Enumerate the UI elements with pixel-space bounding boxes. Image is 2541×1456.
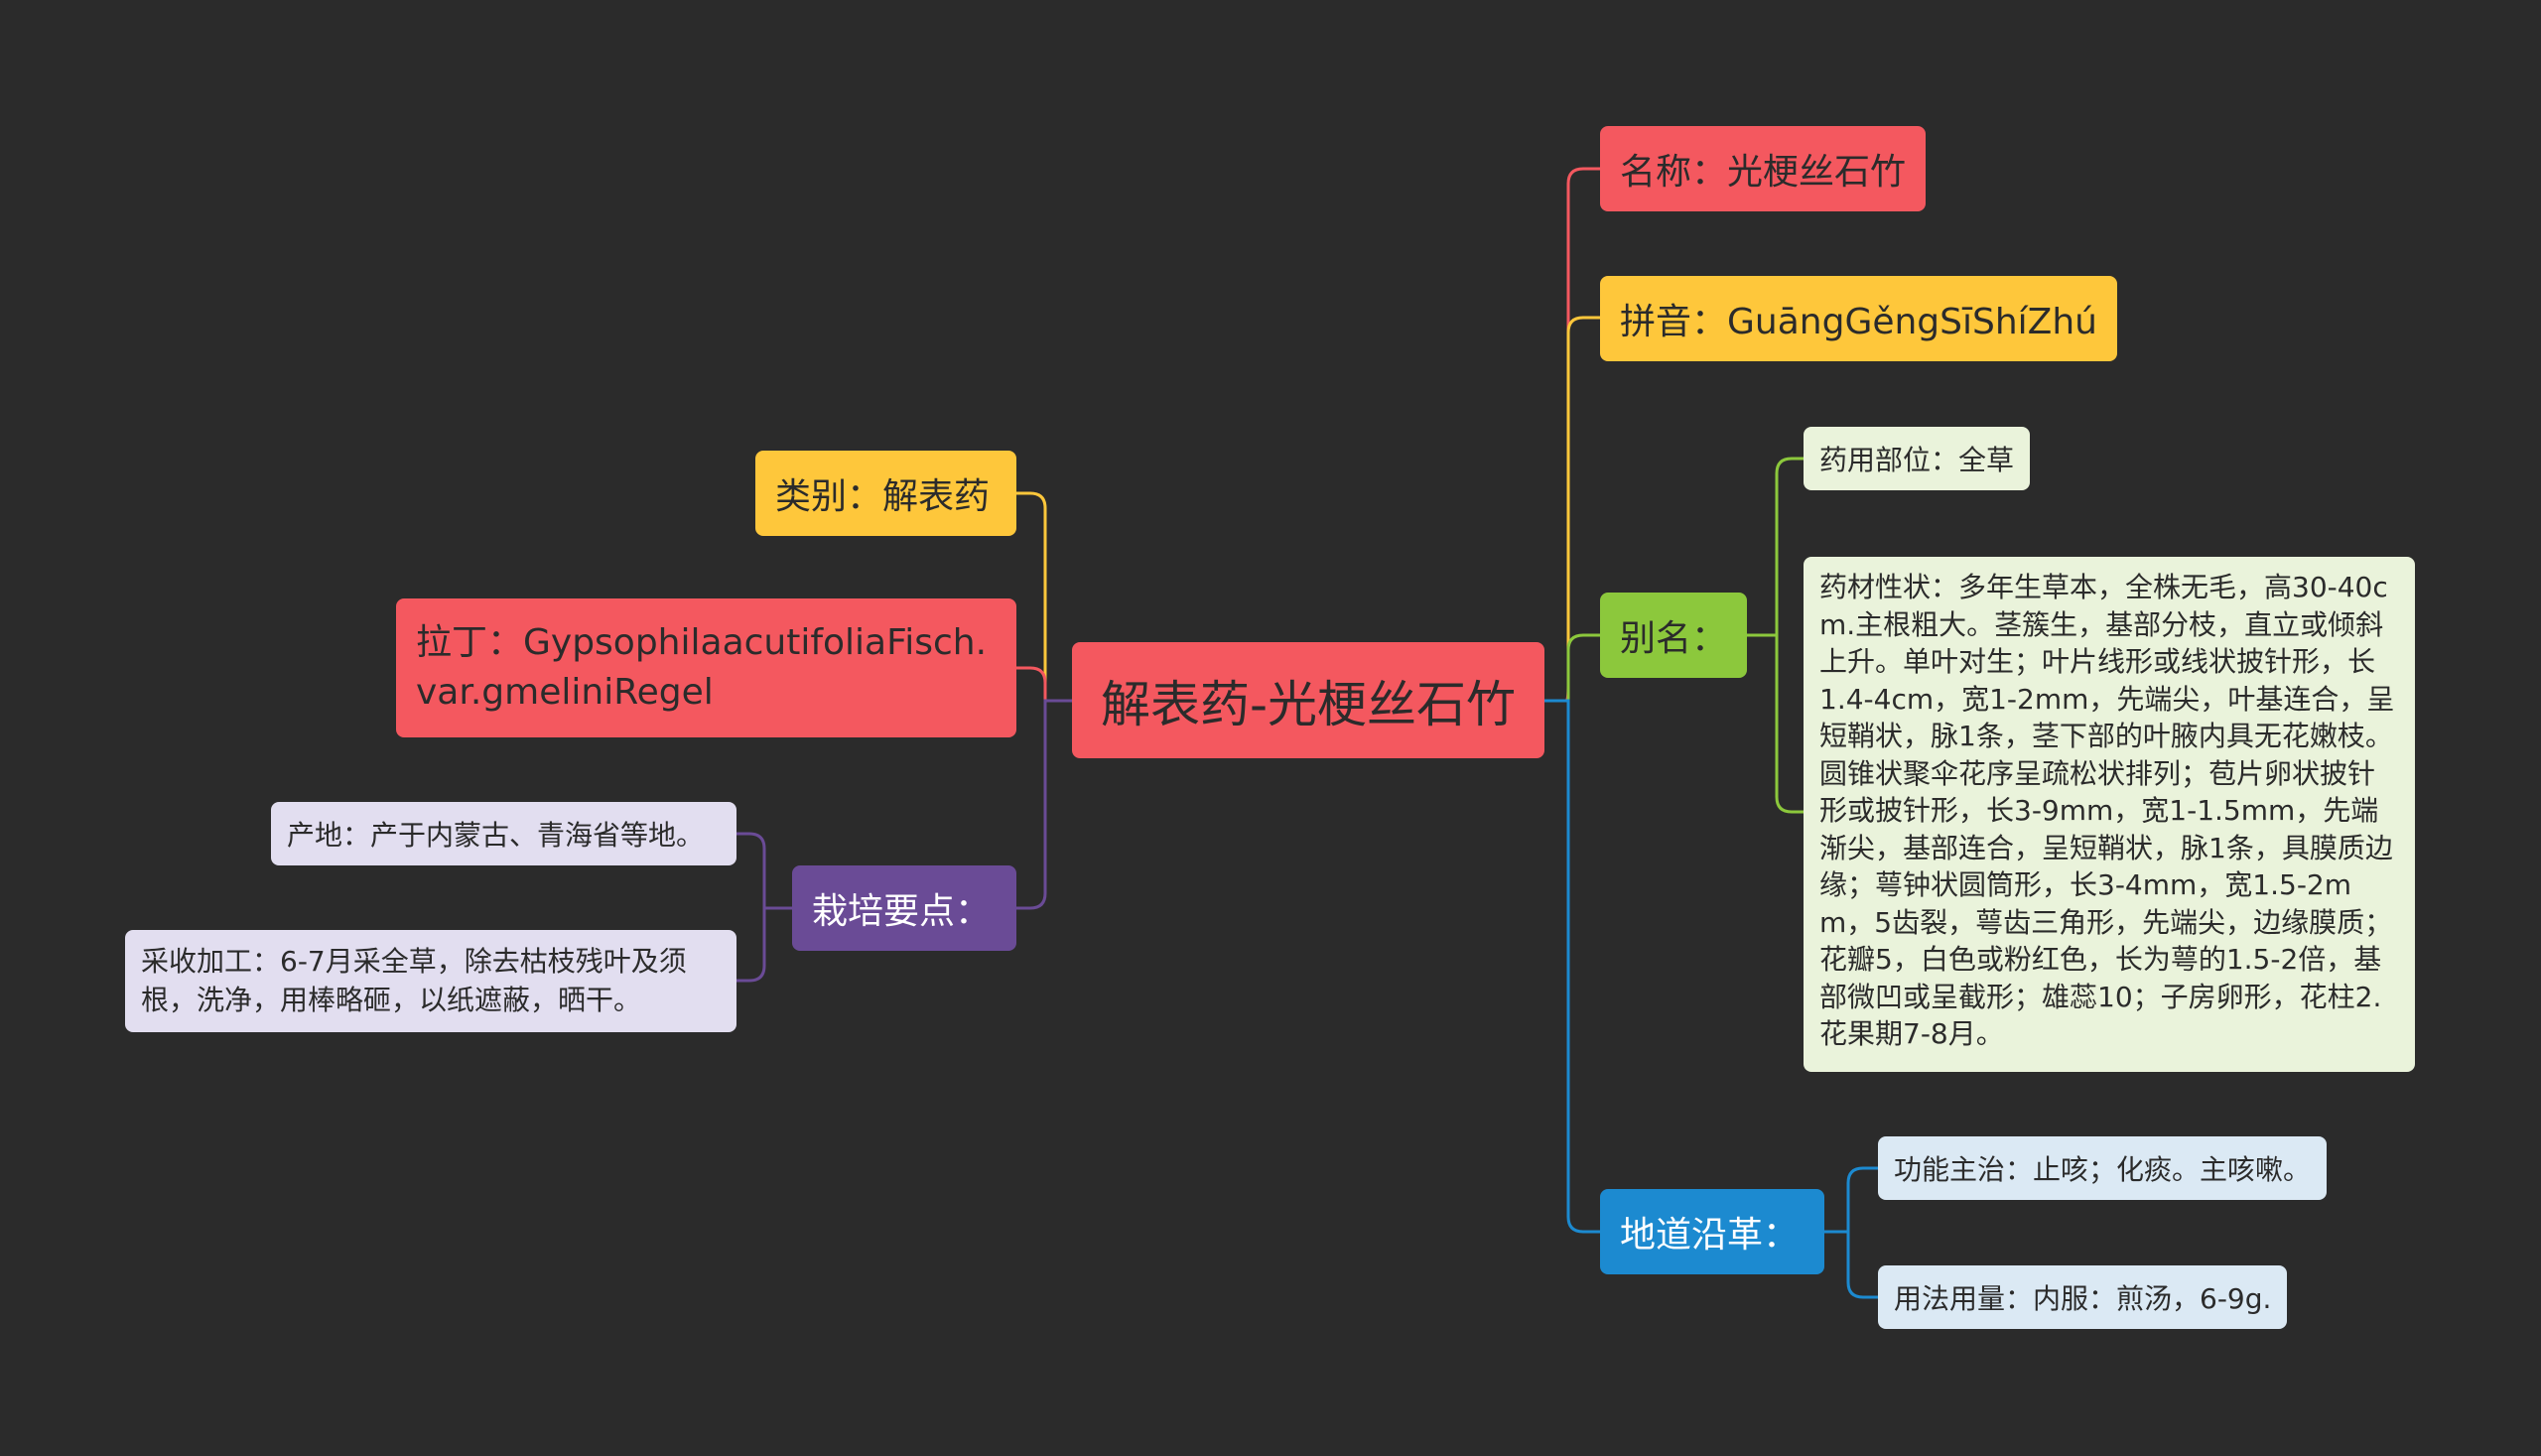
topic-latin-label: 拉丁：GypsophilaacutifoliaFisch.var.gmelini… <box>416 622 988 713</box>
link-root-origin <box>1544 699 1600 1234</box>
leaf-description-label: 药材性状：多年生草本，全株无毛，高30-40cm.主根粗大。茎簇生，基部分枝，直… <box>1819 571 2395 1050</box>
link-root-pinyin <box>1566 316 1600 701</box>
leaf-medicinal-part[interactable]: 药用部位：全草 <box>1804 427 2031 490</box>
link-cult-harvest <box>736 908 766 983</box>
link-root-category <box>1016 491 1072 703</box>
link-root-alias <box>1566 633 1600 701</box>
leaf-function[interactable]: 功能主治：止咳；化痰。主咳嗽。 <box>1878 1136 2328 1200</box>
topic-alias-label: 别名： <box>1620 618 1728 659</box>
topic-name-label: 名称：光梗丝石竹 <box>1620 152 1907 193</box>
topic-category-label: 类别：解表药 <box>775 476 991 517</box>
topic-alias[interactable]: 别名： <box>1600 593 1747 678</box>
root-topic[interactable]: 解表药-光梗丝石竹 <box>1072 642 1544 758</box>
topic-pinyin[interactable]: 拼音：GuāngGěngSīShíZhú <box>1600 276 2117 361</box>
leaf-function-label: 功能主治：止咳；化痰。主咳嗽。 <box>1894 1153 2312 1186</box>
topic-origin-label: 地道沿革： <box>1620 1215 1800 1256</box>
leaf-medicinal-part-label: 药用部位：全草 <box>1819 444 2015 476</box>
leaf-harvest[interactable]: 采收加工：6-7月采全草，除去枯枝残叶及须根，洗净，用棒略砸，以纸遮蔽，晒干。 <box>125 930 736 1032</box>
topic-cultivation[interactable]: 栽培要点： <box>792 865 1016 951</box>
link-alias-desc <box>1775 635 1804 814</box>
topic-cultivation-label: 栽培要点： <box>812 891 992 932</box>
root-topic-label: 解表药-光梗丝石竹 <box>1100 675 1517 733</box>
topic-origin[interactable]: 地道沿革： <box>1600 1189 1824 1274</box>
topic-name[interactable]: 名称：光梗丝石竹 <box>1600 126 1927 211</box>
leaf-usage-label: 用法用量：内服：煎汤，6-9g. <box>1894 1282 2272 1315</box>
link-root-latin <box>1016 666 1072 703</box>
leaf-description[interactable]: 药材性状：多年生草本，全株无毛，高30-40cm.主根粗大。茎簇生，基部分枝，直… <box>1804 557 2415 1072</box>
topic-category[interactable]: 类别：解表药 <box>755 451 1016 536</box>
link-root-cultivation <box>1016 699 1072 910</box>
link-cult-place <box>736 832 792 910</box>
link-root-name <box>1544 167 1600 703</box>
link-origin-func <box>1824 1166 1878 1234</box>
link-alias-part <box>1747 457 1804 637</box>
link-origin-usage <box>1846 1232 1878 1299</box>
leaf-usage[interactable]: 用法用量：内服：煎汤，6-9g. <box>1878 1265 2288 1329</box>
leaf-harvest-label: 采收加工：6-7月采全草，除去枯枝残叶及须根，洗净，用棒略砸，以纸遮蔽，晒干。 <box>141 945 687 1016</box>
topic-latin[interactable]: 拉丁：GypsophilaacutifoliaFisch.var.gmelini… <box>396 598 1016 737</box>
leaf-producing-area[interactable]: 产地：产于内蒙古、青海省等地。 <box>271 802 736 865</box>
leaf-producing-area-label: 产地：产于内蒙古、青海省等地。 <box>287 819 705 852</box>
topic-pinyin-label: 拼音：GuāngGěngSīShíZhú <box>1620 302 2097 342</box>
